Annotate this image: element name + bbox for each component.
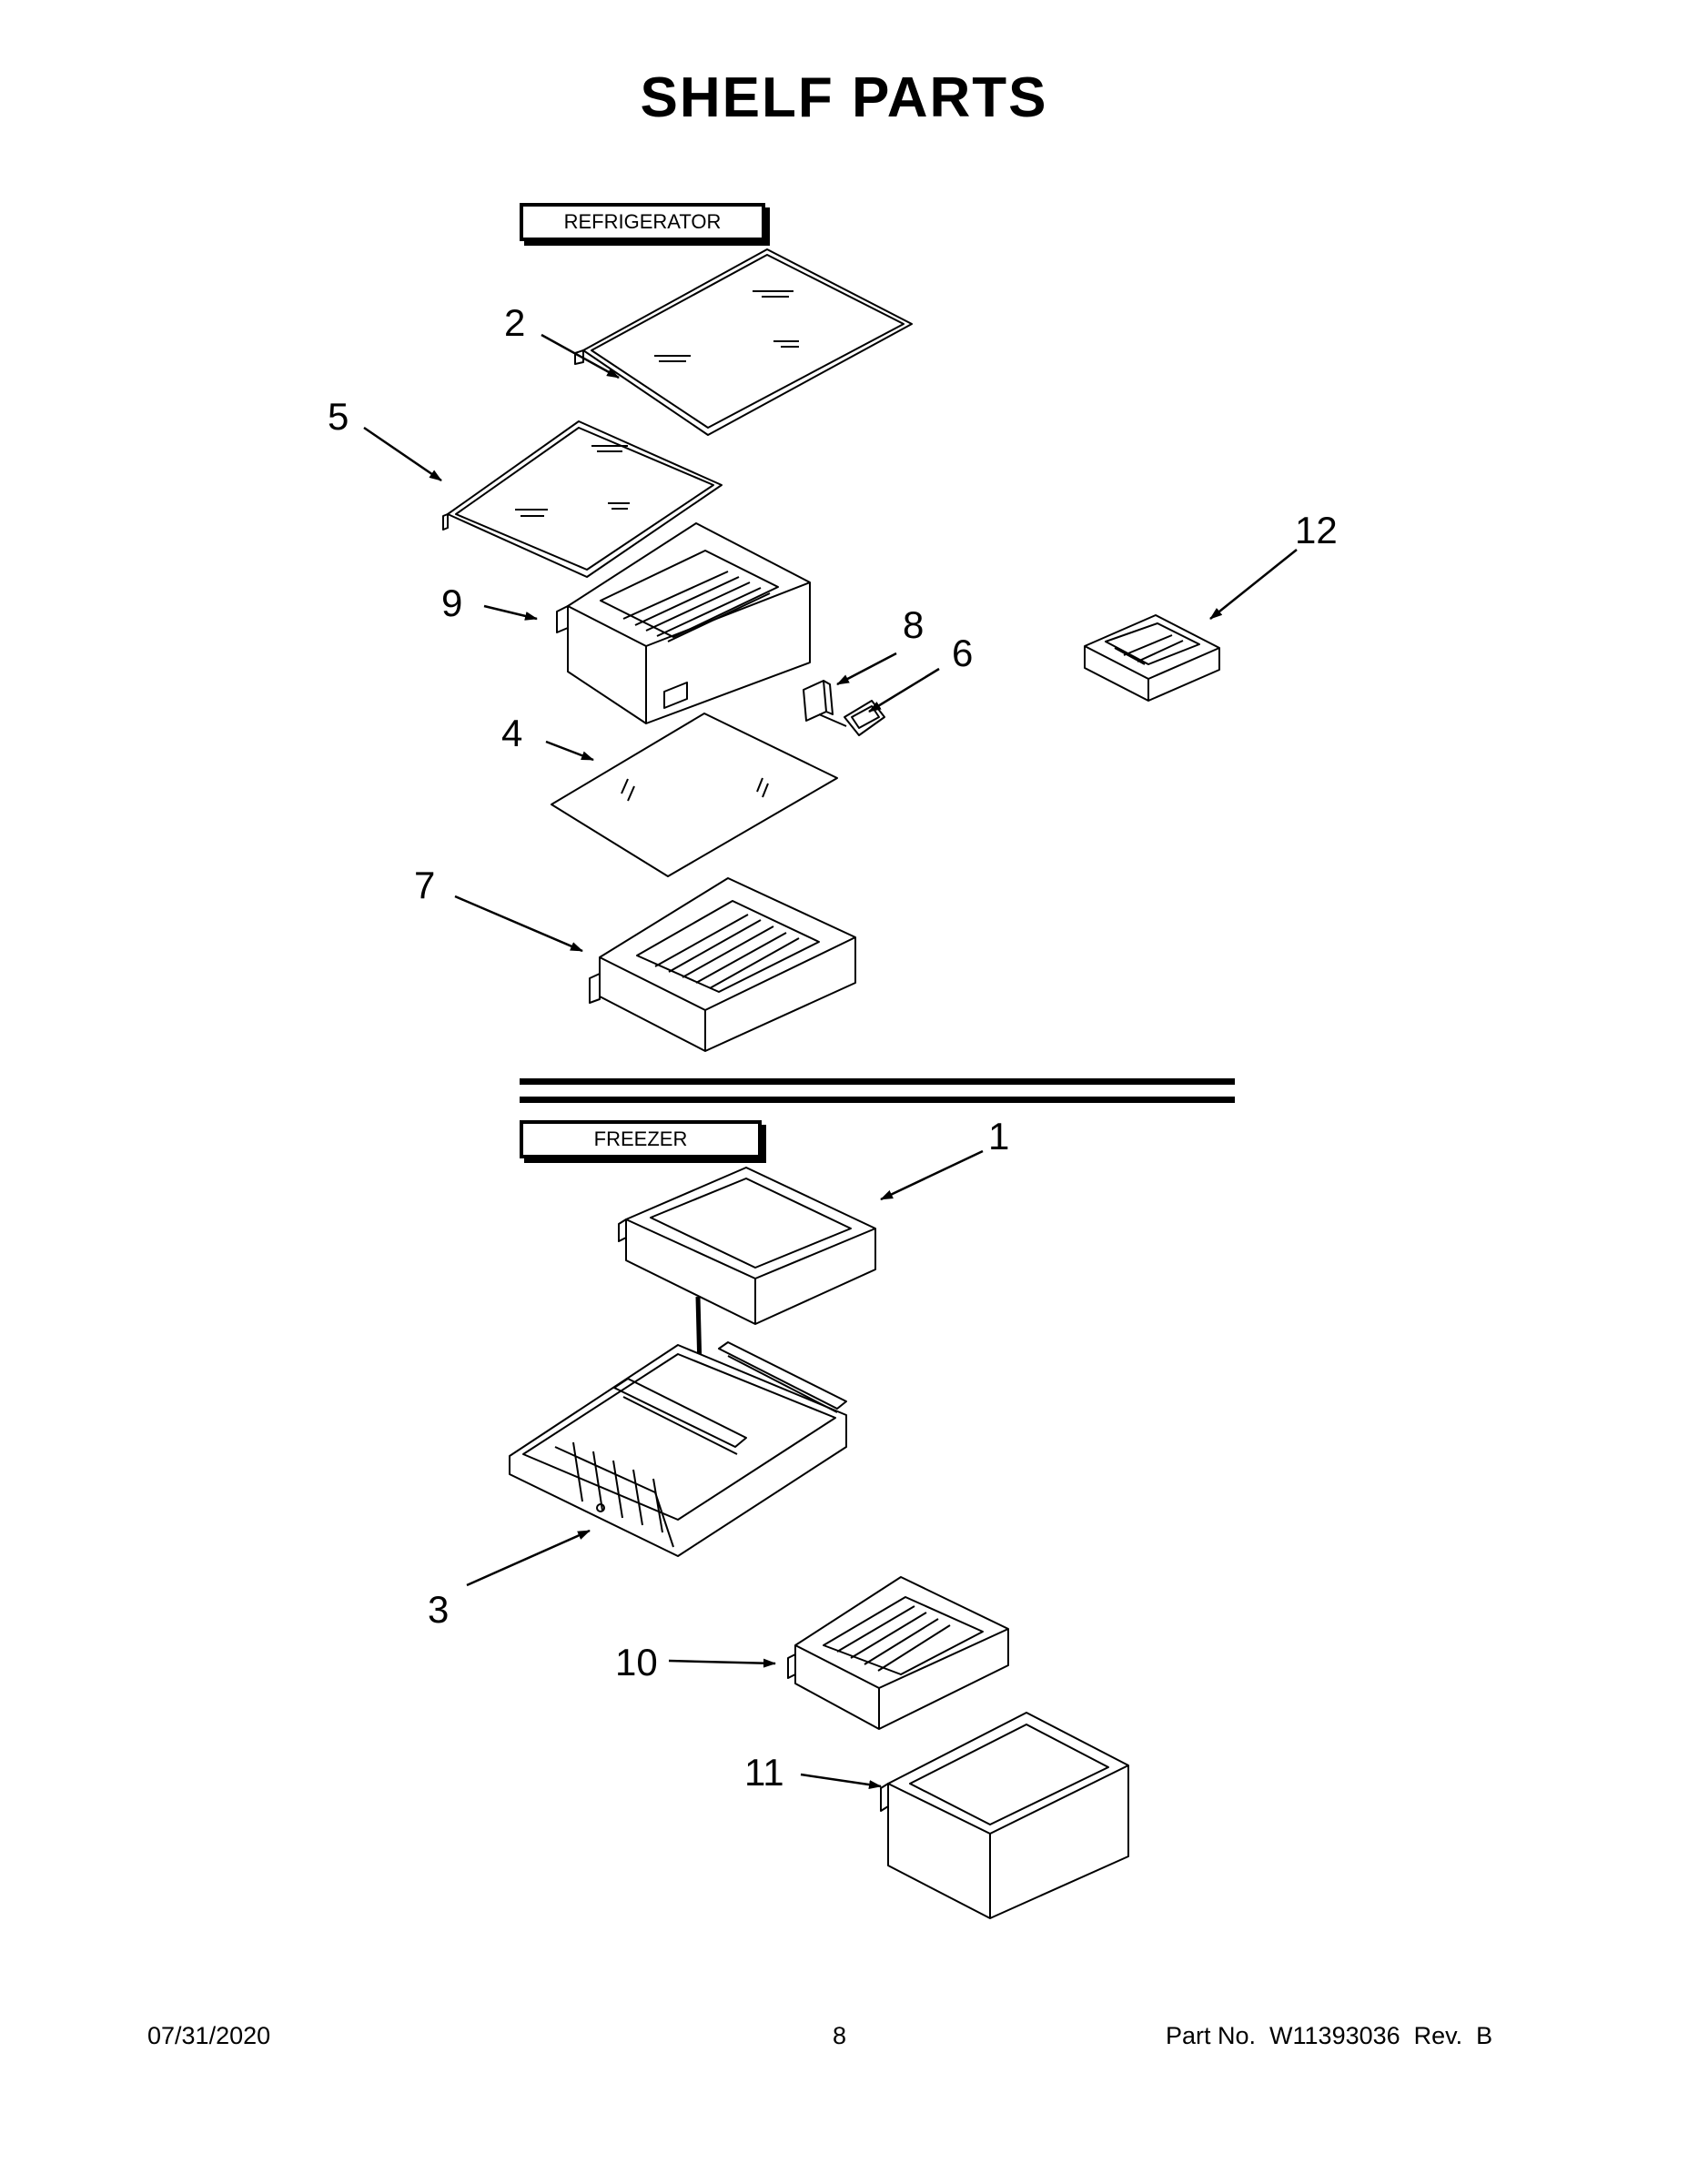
part-10-freezer-basket — [787, 1576, 1009, 1730]
freezer-section-label: FREEZER — [520, 1120, 762, 1158]
part-5-glass-shelf — [442, 420, 723, 578]
section-divider-bottom — [520, 1097, 1235, 1103]
part-4-glass-cover — [551, 713, 838, 877]
part-6-humidity-slide — [818, 700, 885, 736]
callout-2: 2 — [504, 301, 526, 344]
callout-1: 1 — [988, 1115, 1010, 1158]
part-9-crisper-drawer — [556, 522, 811, 724]
callout-6: 6 — [952, 632, 974, 674]
page-title: SHELF PARTS — [640, 66, 1048, 129]
part-7-deli-drawer — [589, 877, 856, 1052]
callout-11: 11 — [744, 1751, 784, 1794]
callout-9: 9 — [441, 581, 463, 624]
callout-10: 10 — [615, 1641, 658, 1684]
part-8-bracket — [803, 680, 834, 722]
refrigerator-section-label: REFRIGERATOR — [520, 203, 765, 241]
callout-3: 3 — [428, 1588, 450, 1631]
part-11-freezer-bin — [880, 1712, 1129, 1919]
part-1-freezer-tray — [618, 1167, 876, 1325]
section-divider-top — [520, 1078, 1235, 1085]
callout-8: 8 — [903, 603, 925, 646]
callout-7: 7 — [414, 864, 436, 906]
part-12-tray — [1084, 614, 1220, 702]
part-2-glass-shelf — [574, 248, 913, 436]
callout-5: 5 — [328, 395, 349, 438]
footer-part-number: Part No. W11393036 Rev. B — [1166, 2022, 1493, 2049]
leader-arrows — [363, 333, 1298, 1790]
callout-4: 4 — [501, 712, 523, 754]
footer-page-number: 8 — [833, 2022, 847, 2049]
callout-12: 12 — [1295, 509, 1338, 551]
part-3-freezer-shelf — [509, 1341, 847, 1557]
footer-date: 07/31/2020 — [147, 2022, 271, 2049]
